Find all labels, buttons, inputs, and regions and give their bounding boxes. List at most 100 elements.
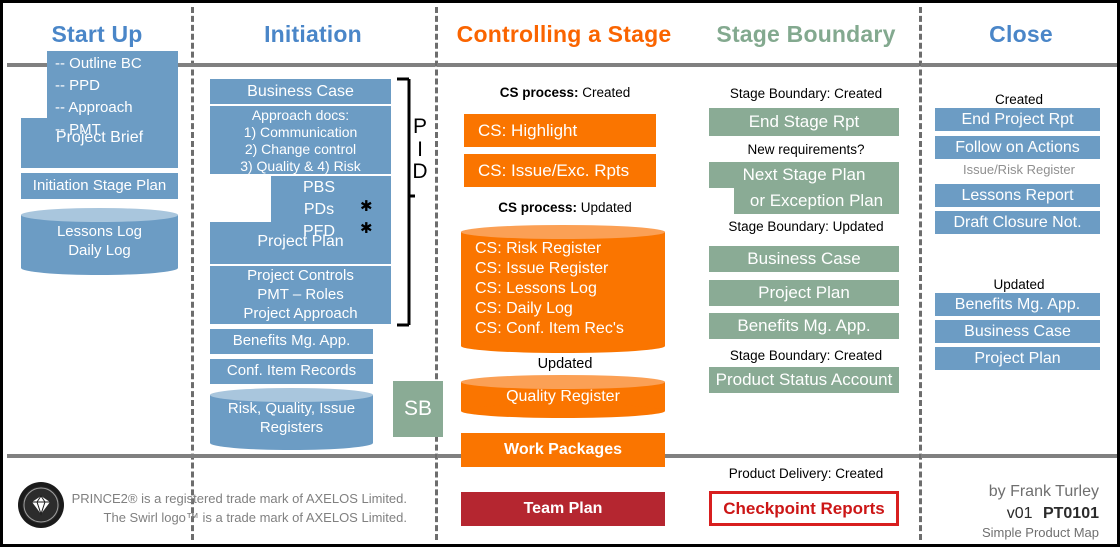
cylinder-top-cap: [210, 388, 373, 402]
cs-caption-updated: CS process: Updated: [455, 200, 675, 215]
code-label: PT0101: [1042, 504, 1099, 522]
column-title-initiation: Initiation: [264, 21, 362, 47]
initiation-benefits-box[interactable]: Benefits Mg. App.: [210, 329, 373, 354]
sb-product-status-account-box[interactable]: Product Status Account: [709, 367, 899, 393]
sb-project-plan-box[interactable]: Project Plan: [709, 280, 899, 306]
sb-caption-product-delivery: Product Delivery: Created: [728, 466, 884, 481]
project-brief-bullets-box[interactable]: [47, 51, 178, 126]
sb-business-case-box[interactable]: Business Case: [709, 246, 899, 272]
close-caption-created: Created: [994, 92, 1044, 107]
plan-line-2: PFD: [303, 222, 335, 240]
approach-doc-2: 2) Change control: [244, 141, 357, 158]
close-benefits-box[interactable]: Benefits Mg. App.: [935, 293, 1100, 316]
sb-next-stage-plan-box[interactable]: Next Stage Plan: [709, 162, 899, 188]
sb-benefits-box[interactable]: Benefits Mg. App.: [709, 313, 899, 339]
project-brief-label: Project Brief: [55, 129, 144, 146]
cylinder-bottom-cap: [461, 339, 665, 353]
cs-team-plan-box[interactable]: Team Plan: [461, 492, 665, 526]
pid-letter-i: I: [417, 137, 423, 161]
rule-bottom-left: [7, 454, 193, 458]
initiation-registers-cylinder[interactable]: Risk, Quality, Issue Registers: [210, 388, 373, 450]
close-business-case-box[interactable]: Business Case: [935, 320, 1100, 343]
initiation-project-plan-lower[interactable]: [210, 222, 391, 264]
cs-updated-registers-cylinder[interactable]: CS: Risk Register CS: Issue Register CS:…: [461, 225, 665, 353]
author-credit: by Frank Turley v01 PT0101 Simple Produc…: [903, 481, 1099, 542]
startup-logs-cylinder[interactable]: Lessons Log Daily Log: [21, 208, 178, 275]
map-subtitle: Simple Product Map: [981, 525, 1099, 541]
close-follow-on-actions-box[interactable]: Follow on Actions: [935, 136, 1100, 159]
control-line-1: PMT – Roles: [257, 285, 344, 303]
approach-doc-1: 1) Communication: [243, 124, 358, 141]
brief-line-2: -- Approach: [55, 99, 133, 117]
control-line-0: Project Controls: [247, 267, 354, 284]
divider-startup-initiation: [191, 7, 194, 540]
version-code-line: v01 PT0101: [903, 503, 1099, 525]
initiation-controls-text: Project Controls PMT – Roles Project App…: [210, 267, 391, 324]
trademark-notice: PRINCE2® is a registered trade mark of A…: [69, 490, 407, 528]
cs-caption-updated-rest: Updated: [576, 200, 632, 215]
cs-updated-2: CS: Lessons Log: [475, 280, 597, 297]
cylinder-top-cap: [461, 375, 665, 389]
approach-doc-3: 3) Quality & 4) Risk: [240, 158, 361, 175]
cs-updated-1: CS: Issue Register: [475, 260, 609, 277]
rule-bottom-close: [921, 454, 1117, 458]
initiation-stage-plan-box[interactable]: Initiation Stage Plan: [21, 173, 178, 199]
close-caption-updated: Updated: [993, 277, 1045, 292]
divider-boundary-close: [919, 7, 922, 540]
plan-line-1: PDs: [303, 200, 335, 218]
close-draft-closure-box[interactable]: Draft Closure Not.: [935, 211, 1100, 234]
cs-caption-created-bold: CS process:: [499, 85, 579, 100]
column-title-stage-boundary: Stage Boundary: [716, 21, 896, 47]
close-lessons-report-box[interactable]: Lessons Report: [935, 184, 1100, 207]
approach-doc-0: Approach docs:: [251, 107, 350, 123]
cs-highlight-box[interactable]: CS: Highlight: [464, 114, 656, 147]
cs-caption-created: CS process: Created: [455, 85, 675, 100]
sb-end-stage-rpt-box[interactable]: End Stage Rpt: [709, 108, 899, 136]
rule-top-close: [921, 63, 1117, 67]
initiation-approach-docs-box[interactable]: [210, 106, 391, 174]
cs-caption-updated2: Updated: [537, 356, 593, 372]
cylinder-top-cap: [461, 225, 665, 239]
initiation-plan-lines: PBS PDs PFD: [271, 177, 367, 242]
initiation-controls-box[interactable]: [210, 266, 391, 324]
pid-letter-p: P: [412, 115, 427, 138]
pfd-star-icon: ✱: [360, 220, 373, 237]
column-title-controlling-a-stage: Controlling a Stage: [456, 21, 672, 47]
brief-line-0: -- Outline BC: [55, 55, 142, 72]
stage-boundary-sb-box[interactable]: SB: [393, 381, 443, 437]
sb-checkpoint-reports-box[interactable]: Checkpoint Reports: [709, 491, 899, 526]
cylinder-bottom-cap: [461, 404, 665, 418]
cs-caption-created-rest: Created: [578, 85, 631, 100]
trademark-line-2: The Swirl logo™ is a trade mark of AXELO…: [103, 509, 407, 525]
divider-initiation-controlling: [435, 7, 438, 540]
cs-quality-register-cylinder[interactable]: Quality Register: [461, 375, 665, 418]
pid-bracket-icon: [397, 77, 415, 327]
cs-updated-4: CS: Conf. Item Rec's: [475, 320, 624, 337]
project-brief-bullets: -- Outline BC -- PPD -- Approach -- PMT: [55, 53, 178, 141]
cs-work-packages-box[interactable]: Work Packages: [461, 433, 665, 467]
project-brief-box[interactable]: [21, 118, 178, 168]
cs-updated-3: CS: Daily Log: [475, 300, 573, 317]
startup-log-1: Daily Log: [68, 241, 131, 259]
rule-bottom-initiation: [193, 454, 435, 458]
cylinder-top-cap: [21, 208, 178, 222]
initiation-business-case-box[interactable]: Business Case: [210, 79, 391, 104]
initiation-conf-items-box[interactable]: Conf. Item Records: [210, 359, 373, 384]
sb-caption-new-requirements: New requirements?: [747, 142, 865, 157]
cs-issue-exc-box[interactable]: CS: Issue/Exc. Rpts: [464, 154, 656, 187]
sb-or-exception-plan-box[interactable]: or Exception Plan: [734, 188, 899, 214]
pid-letters: P I D: [407, 115, 433, 184]
plan-line-0: PBS: [302, 179, 335, 196]
brief-line-1: -- PPD: [55, 77, 100, 95]
trademark-line-1: PRINCE2® is a registered trade mark of A…: [71, 491, 407, 506]
close-end-project-rpt-box[interactable]: End Project Rpt: [935, 108, 1100, 131]
close-project-plan-box[interactable]: Project Plan: [935, 347, 1100, 370]
column-title-startup: Start Up: [51, 21, 143, 47]
brief-line-3: -- PMT: [55, 121, 101, 139]
column-title-close: Close: [989, 21, 1053, 47]
initiation-approach-docs-text: Approach docs: 1) Communication 2) Chang…: [210, 107, 391, 175]
initiation-project-plan-upper[interactable]: [271, 176, 391, 222]
sb-caption-updated: Stage Boundary: Updated: [728, 219, 884, 234]
cs-caption-updated-bold: CS process:: [498, 200, 577, 215]
